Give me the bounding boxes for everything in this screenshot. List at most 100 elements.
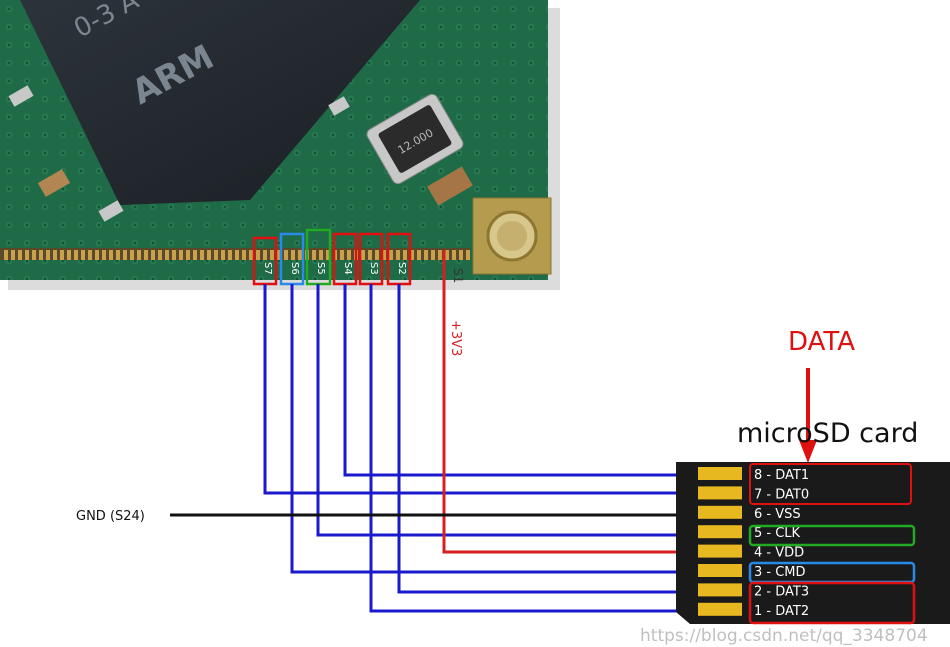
castellation-pad — [235, 250, 239, 260]
pad-label-s6: S6 — [289, 262, 300, 275]
castellation-pad — [270, 250, 274, 260]
capacitor — [37, 169, 71, 197]
castellation-pad — [109, 250, 113, 260]
card-pin-label: 1 - DAT2 — [754, 604, 809, 619]
pad-label-s4: S4 — [342, 262, 353, 275]
castellation-pad — [207, 250, 211, 260]
card-pin-label: 3 - CMD — [754, 565, 806, 580]
card-pin-label: 6 - VSS — [754, 507, 801, 522]
castellation-pad — [263, 250, 267, 260]
castellation-pad — [445, 250, 449, 260]
watermark: https://blog.csdn.net/qq_3348704 — [640, 626, 928, 646]
pad-label-s7: S7 — [262, 262, 273, 275]
castellation-pad — [466, 250, 470, 260]
castellation-pad — [298, 250, 302, 260]
castellation-pad — [81, 250, 85, 260]
castellation-pad — [18, 250, 22, 260]
crystal-top — [378, 105, 452, 173]
castellation-pad — [95, 250, 99, 260]
castellation-pad — [368, 250, 372, 260]
pad-label-s1: S1 — [451, 268, 465, 283]
card-pin-label: 8 - DAT1 — [754, 468, 809, 483]
card-contact-pad — [698, 467, 742, 480]
castellation-pad — [11, 250, 15, 260]
castellation-pad — [361, 250, 365, 260]
castellation-pad — [340, 250, 344, 260]
castellation-pad — [179, 250, 183, 260]
castellation-pad — [32, 250, 36, 260]
card-contact-pad — [698, 544, 742, 558]
castellation-pad — [137, 250, 141, 260]
wire-power-3v3 — [442, 250, 708, 554]
data-arrow-head — [799, 440, 817, 463]
castellation-pad — [375, 250, 379, 260]
castellation-pad — [452, 250, 456, 260]
wire-s2-dat3 — [397, 284, 708, 594]
castellation-pad — [410, 250, 414, 260]
castellation-pad — [144, 250, 148, 260]
pad-label-s3: S3 — [368, 262, 379, 275]
card-contacts — [698, 467, 742, 616]
castellation-pad — [249, 250, 253, 260]
castellation-pad — [214, 250, 218, 260]
signal-wires — [263, 284, 708, 613]
castellation-pad — [396, 250, 400, 260]
wire-s5-clk — [316, 284, 708, 537]
castellation-pad — [102, 250, 106, 260]
pad-label-s5: S5 — [315, 262, 326, 275]
card-contact-pad — [698, 602, 742, 616]
castellation-pad — [130, 250, 134, 260]
castellation-pad — [277, 250, 281, 260]
castellation-pad — [60, 250, 64, 260]
wire-s7-dat0 — [263, 284, 708, 495]
capacitor — [427, 166, 473, 206]
castellation-pad — [291, 250, 295, 260]
castellation-pad — [39, 250, 43, 260]
card-contact-pad — [698, 564, 742, 577]
castellation-pad — [200, 250, 204, 260]
pcb-board: 0-3 A 025 ARM 12.000 — [0, 0, 560, 290]
castellation-pad — [431, 250, 435, 260]
arm-chip — [20, 0, 420, 205]
castellation-pad — [165, 250, 169, 260]
castellation-pad — [326, 250, 330, 260]
castellation-pad — [242, 250, 246, 260]
castellation-pad — [172, 250, 176, 260]
castellation-pad — [46, 250, 50, 260]
castellation-pad — [319, 250, 323, 260]
castellation-pad — [312, 250, 316, 260]
castellation-pad — [158, 250, 162, 260]
castellation-pad — [116, 250, 120, 260]
card-contact-pad — [698, 505, 742, 519]
card-contact-pad — [698, 486, 742, 500]
castellation-pad — [193, 250, 197, 260]
castellation-pad — [123, 250, 127, 260]
highlight-clk — [748, 524, 916, 547]
pad-label-s2: S2 — [396, 262, 407, 275]
castellation-pad — [389, 250, 393, 260]
card-pin-label: 7 - DAT0 — [754, 487, 809, 502]
castellation-pad — [221, 250, 225, 260]
capacitor — [8, 85, 34, 107]
card-contact-pad — [698, 583, 742, 597]
mount-hole-inner — [497, 221, 527, 251]
castellation-pad — [424, 250, 428, 260]
gnd-label: GND (S24) — [76, 509, 145, 524]
card-contact-pad — [698, 525, 742, 539]
highlight-dat-bottom — [748, 581, 916, 625]
castellation-pad — [53, 250, 57, 260]
castellation-pad — [4, 250, 8, 260]
capacitor — [328, 96, 350, 116]
edge-castellations — [4, 250, 470, 260]
card-body — [676, 462, 950, 624]
castellation-pad — [256, 250, 260, 260]
castellation-pad — [74, 250, 78, 260]
card-title: microSD card — [737, 418, 918, 449]
wire-s3-dat2 — [369, 284, 708, 613]
castellation-pad — [186, 250, 190, 260]
power-label: +3V3 — [448, 320, 463, 356]
